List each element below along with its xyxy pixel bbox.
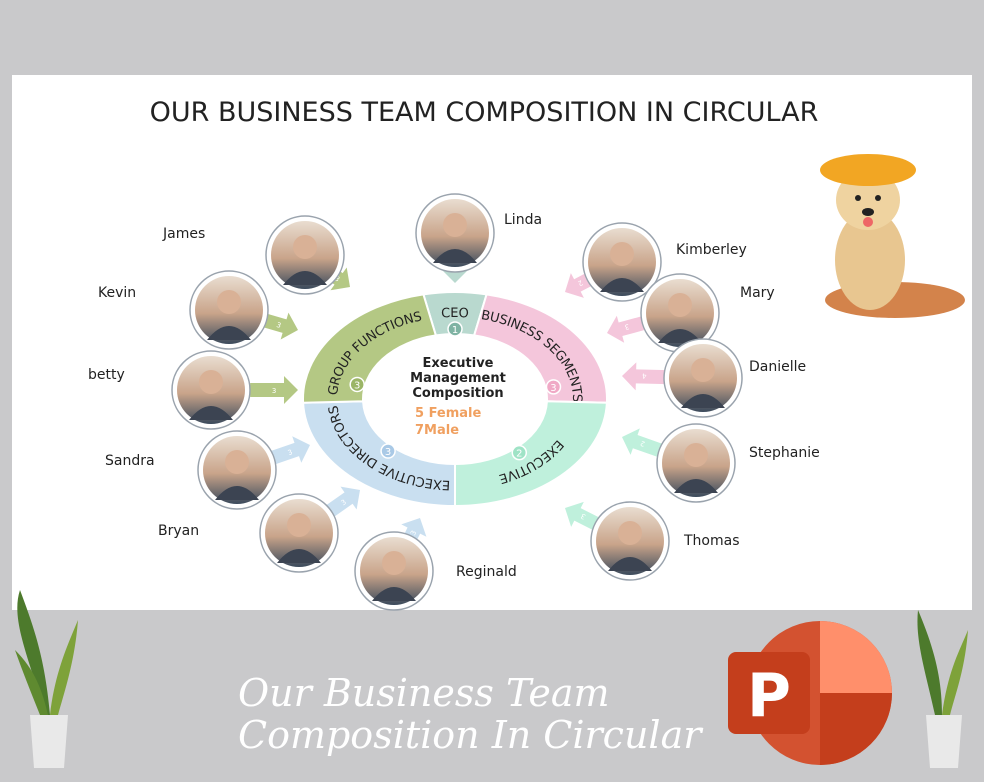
segment-label: CEO: [441, 305, 469, 321]
plant-left: [15, 590, 78, 768]
person-name: Thomas: [683, 533, 740, 549]
center-line-2: Management: [410, 371, 506, 386]
person-name: Reginald: [456, 564, 517, 580]
person-bryan: Bryan: [158, 493, 339, 573]
svg-text:3: 3: [624, 322, 630, 331]
arrow: 3: [607, 315, 649, 343]
person-mary: Mary: [640, 273, 775, 353]
svg-text:2: 2: [639, 439, 646, 448]
count-badge-text: 2: [516, 449, 522, 460]
svg-text:3: 3: [333, 274, 341, 283]
center-line-1: Executive: [422, 356, 493, 371]
plant-right: [917, 610, 968, 768]
person-betty: betty: [88, 350, 251, 430]
svg-text:3: 3: [287, 448, 294, 457]
count-badge: [447, 321, 463, 337]
svg-text:3: 3: [580, 512, 588, 521]
person-name: Stephanie: [749, 445, 820, 461]
person-name: Kimberley: [676, 242, 747, 258]
person-reginald: Reginald: [354, 531, 517, 611]
person-name: Kevin: [98, 285, 136, 301]
person-danielle: Danielle: [663, 338, 806, 418]
person-linda: Linda: [415, 193, 542, 273]
svg-text:3: 3: [340, 498, 348, 507]
banner-line-1: Our Business Team: [238, 671, 610, 715]
powerpoint-logo: P: [728, 621, 892, 765]
dog-image: [820, 154, 965, 318]
person-name: betty: [88, 367, 125, 383]
count-badge-text: 3: [354, 380, 360, 391]
banner-line-2: Composition In Circular: [238, 713, 704, 757]
person-name: James: [162, 226, 205, 242]
segment-executive-directors: [302, 400, 456, 508]
female-count: 5 Female: [415, 406, 482, 421]
logo-letter: P: [747, 661, 791, 731]
svg-text:3: 3: [272, 387, 276, 395]
male-count: 7Male: [415, 423, 459, 438]
person-james: James: [162, 215, 345, 295]
svg-text:4: 4: [641, 371, 646, 379]
arrow: 3: [250, 376, 298, 404]
person-name: Bryan: [158, 523, 199, 539]
person-sandra: Sandra: [105, 430, 277, 510]
person-name: Linda: [504, 212, 542, 228]
center-line-3: Composition: [412, 386, 503, 401]
person-name: Mary: [740, 285, 775, 301]
person-thomas: Thomas: [590, 501, 740, 581]
svg-text:3: 3: [409, 529, 418, 537]
segment-executive: [454, 400, 608, 508]
person-name: Danielle: [749, 359, 806, 375]
arrow: 3: [258, 312, 298, 340]
count-badge: [349, 376, 365, 393]
count-badge-text: 1: [452, 325, 458, 336]
count-badge: [511, 444, 528, 461]
svg-text:3: 3: [275, 321, 282, 330]
count-badge: [380, 443, 396, 459]
svg-text:2: 2: [576, 278, 584, 287]
arrow: 4: [621, 362, 667, 391]
arrow: 2: [622, 428, 666, 458]
slide-title: OUR BUSINESS TEAM COMPOSITION IN CIRCULA…: [150, 97, 819, 128]
slide: [12, 75, 972, 610]
segment-group-functions: [302, 293, 438, 404]
person-kevin: Kevin: [98, 270, 269, 350]
count-badge-text: 3: [385, 447, 391, 458]
count-badge: [545, 379, 562, 395]
person-name: Sandra: [105, 453, 155, 469]
count-badge-text: 3: [550, 383, 556, 394]
person-stephanie: Stephanie: [656, 423, 820, 503]
person-kimberley: Kimberley: [582, 222, 747, 302]
arrow: 3: [267, 436, 311, 466]
